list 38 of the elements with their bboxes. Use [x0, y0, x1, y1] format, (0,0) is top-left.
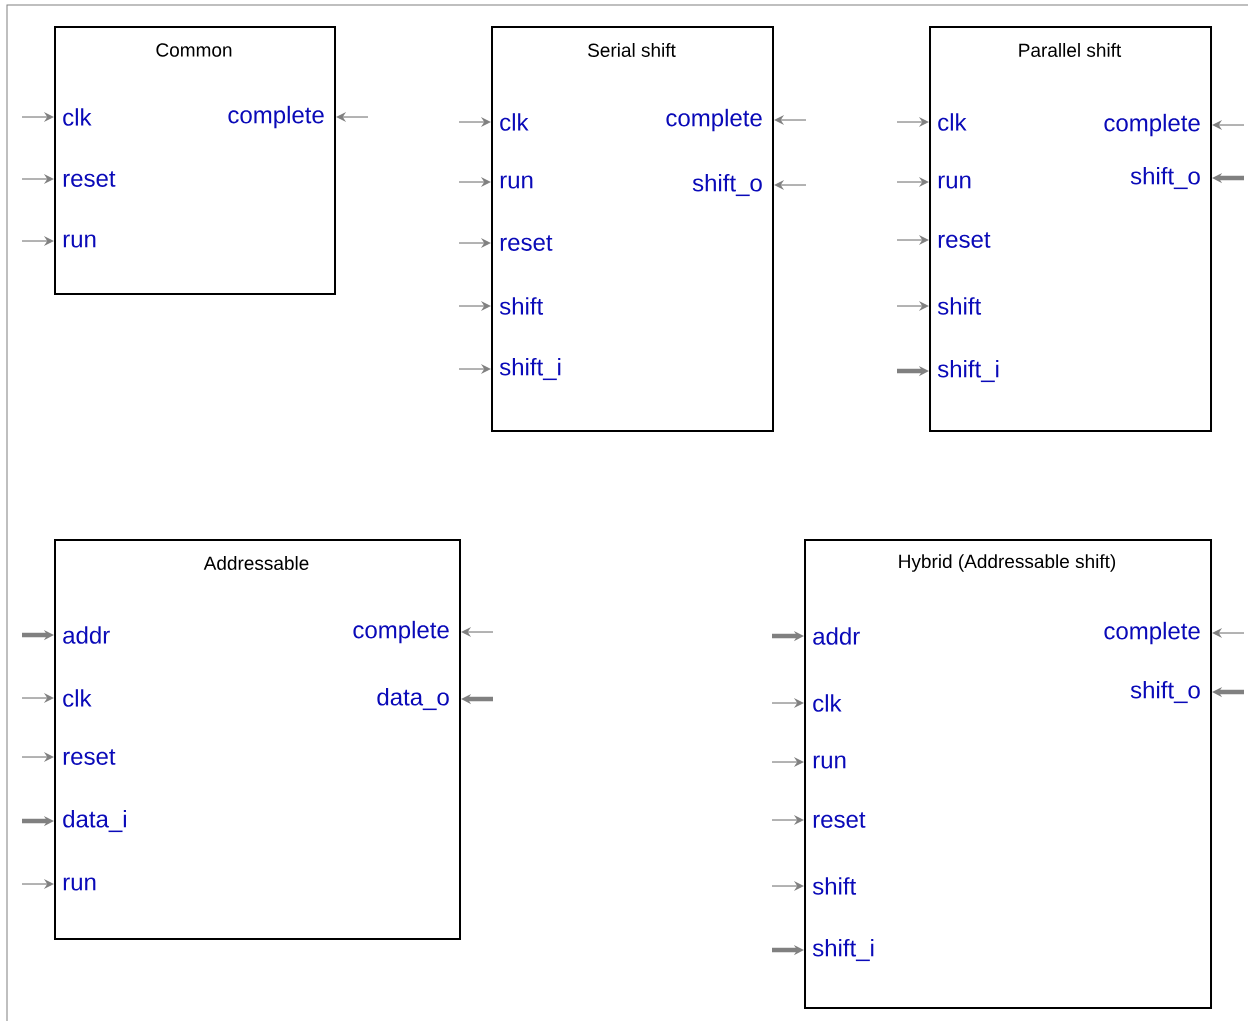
pin-label: reset — [63, 171, 116, 187]
pin-label: shift_i — [499, 357, 561, 381]
pin-label: clk — [938, 113, 967, 131]
block-title: Hybrid (Addressable shift) — [899, 554, 1116, 572]
pin-label: run — [500, 175, 533, 189]
pin-label: run — [63, 234, 96, 248]
pin-label: complete — [666, 108, 762, 132]
pin-label: shift_o — [692, 173, 762, 197]
pin-label: data_o — [377, 687, 449, 711]
pin-label: reset — [938, 232, 991, 248]
block-title: Serial shift — [588, 43, 676, 57]
pin-label: shift_o — [1130, 166, 1200, 190]
pin-label: clk — [500, 113, 529, 131]
pin-label: clk — [63, 108, 92, 126]
pin-label: complete — [1104, 621, 1200, 645]
pin-label: complete — [353, 620, 449, 644]
pin-label: reset — [813, 812, 866, 828]
pin-label: clk — [63, 689, 92, 707]
pin-label: clk — [813, 694, 842, 712]
pin-label: complete — [228, 105, 324, 129]
pin-label: shift — [812, 877, 857, 895]
pin-label: reset — [63, 749, 116, 765]
pin-label: run — [813, 755, 846, 769]
pin-label: shift — [499, 297, 544, 315]
pin-label: shift_i — [937, 359, 999, 383]
block-title: Addressable — [203, 556, 309, 570]
pin-label: shift_o — [1130, 680, 1200, 704]
pin-label: run — [63, 877, 96, 891]
pin-label: complete — [1104, 113, 1200, 137]
block-title: Common — [156, 43, 232, 57]
pin-label: reset — [500, 235, 553, 251]
pin-label: shift_i — [812, 938, 874, 962]
pin-label: shift — [937, 297, 982, 315]
pin-label: data_i — [63, 809, 126, 833]
block-title: Parallel shift — [1019, 43, 1122, 57]
pin-label: run — [938, 175, 971, 189]
pin-label: addr — [63, 626, 110, 644]
pin-label: addr — [813, 627, 860, 645]
